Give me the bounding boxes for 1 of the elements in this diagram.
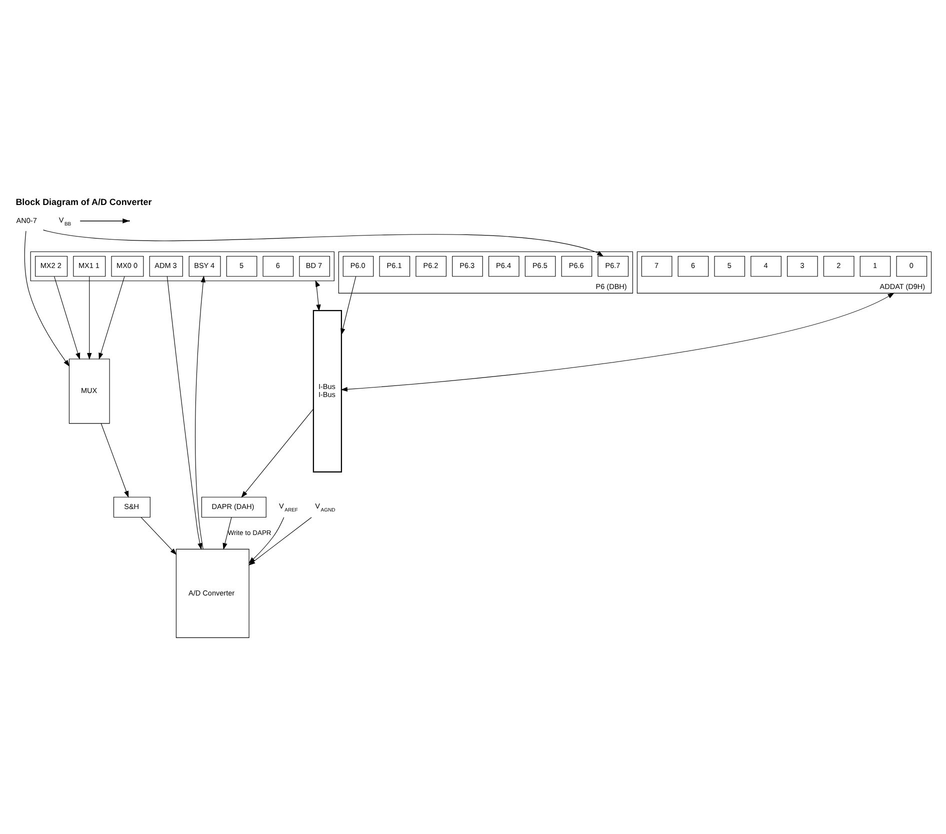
diagram-title: Block Diagram of A/D Converter	[15, 197, 152, 208]
